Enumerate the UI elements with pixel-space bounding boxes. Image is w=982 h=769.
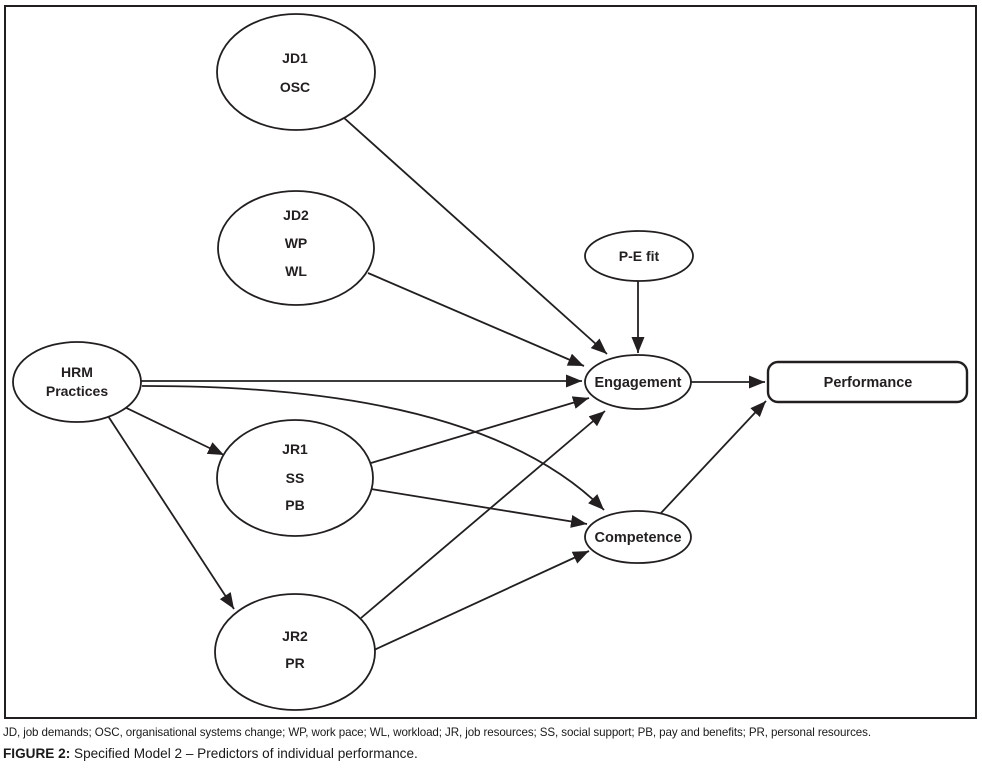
node-jr2-shape	[214, 593, 376, 711]
figure-caption-text: Specified Model 2 – Predictors of indivi…	[74, 746, 418, 761]
node-engagement-label: Engagement	[594, 375, 681, 391]
node-jd2-line1: JD2	[283, 207, 309, 223]
node-hrm: HRM Practices	[12, 341, 142, 423]
arrow-hrm-competence	[141, 385, 605, 511]
node-jr1-shape	[216, 419, 374, 537]
arrow-jr1-competence	[370, 488, 588, 528]
arrow-competence-performance	[660, 400, 767, 514]
node-competence: Competence	[584, 510, 692, 564]
node-competence-shape	[584, 510, 692, 564]
arrow-jr1-engagement	[370, 396, 590, 464]
node-pe-fit-shape	[584, 230, 694, 282]
node-hrm-line1: HRM	[61, 364, 93, 380]
node-jd1-line2: OSC	[280, 79, 310, 95]
node-hrm-shape	[12, 341, 142, 423]
arrow-jd1-engagement	[342, 116, 608, 355]
node-performance-label: Performance	[824, 375, 913, 391]
node-performance-shape	[766, 360, 969, 404]
node-jr2: JR2 PR	[214, 593, 376, 711]
node-jr2-line1: JR2	[282, 628, 308, 644]
arrow-hrm-jr2	[107, 415, 235, 610]
node-jd2-shape	[217, 190, 375, 306]
model-diagram: JD1 OSC JD2 WP WL HRM Practices JR1 SS P…	[4, 5, 977, 719]
node-jr1-line3: PB	[285, 497, 304, 513]
arrow-jr2-competence	[373, 550, 590, 651]
node-jr1-line2: SS	[286, 470, 305, 486]
node-jd1-shape	[216, 13, 376, 131]
node-engagement-shape	[584, 354, 692, 410]
node-competence-label: Competence	[594, 530, 681, 546]
figure-caption: FIGURE 2: Specified Model 2 – Predictors…	[3, 746, 979, 761]
node-performance: Performance	[766, 360, 969, 404]
arrow-jd2-engagement	[367, 272, 585, 367]
node-jd1: JD1 OSC	[216, 13, 376, 131]
node-jd1-line1: JD1	[282, 50, 308, 66]
arrow-jr2-engagement	[360, 410, 606, 619]
node-jd2-line2: WP	[285, 235, 308, 251]
node-jr2-line2: PR	[285, 655, 304, 671]
node-pe-fit-label: P-E fit	[619, 248, 660, 264]
figure-border	[4, 5, 977, 719]
node-jd2: JD2 WP WL	[217, 190, 375, 306]
node-pe-fit: P-E fit	[584, 230, 694, 282]
figure-note: JD, job demands; OSC, organisational sys…	[3, 726, 871, 739]
node-hrm-line2: Practices	[46, 383, 108, 399]
node-jd2-line3: WL	[285, 263, 307, 279]
node-jr1: JR1 SS PB	[216, 419, 374, 537]
node-engagement: Engagement	[584, 354, 692, 410]
node-jr1-line1: JR1	[282, 441, 308, 457]
figure-caption-label: FIGURE 2:	[3, 746, 71, 761]
arrow-hrm-jr1	[115, 402, 225, 456]
